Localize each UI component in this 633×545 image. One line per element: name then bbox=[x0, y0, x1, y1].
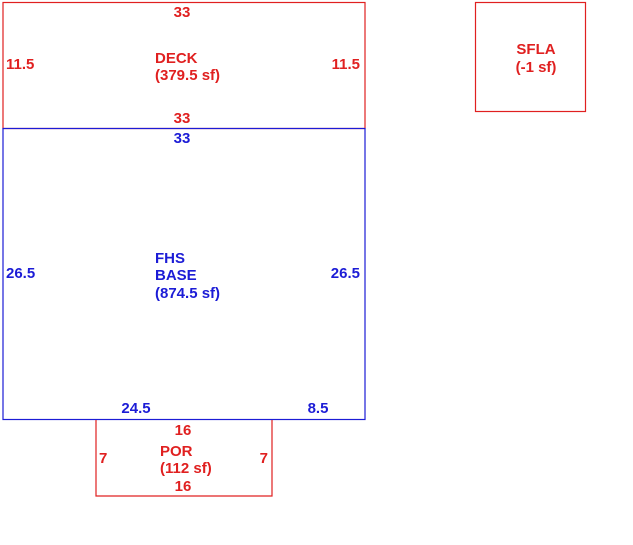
porch-name-label: POR bbox=[160, 443, 193, 460]
porch-right-dimension: 7 bbox=[260, 450, 268, 467]
base-name-line1: FHS bbox=[155, 250, 185, 267]
base-top-dimension: 33 bbox=[174, 130, 191, 147]
sfla-name-label: SFLA bbox=[516, 41, 555, 58]
base-left-dimension: 26.5 bbox=[6, 265, 35, 282]
porch-left-dimension: 7 bbox=[99, 450, 107, 467]
porch-area-label: (112 sf) bbox=[160, 460, 212, 477]
base-name-line2: BASE bbox=[155, 267, 197, 284]
deck-area-label: (379.5 sf) bbox=[155, 67, 220, 84]
deck-bottom-dimension: 33 bbox=[174, 110, 191, 127]
deck-left-dimension: 11.5 bbox=[6, 56, 34, 73]
deck-name-label: DECK bbox=[155, 50, 198, 67]
base-outline bbox=[2, 127, 366, 421]
deck-right-dimension: 11.5 bbox=[332, 56, 360, 73]
sfla-outline bbox=[474, 1, 587, 113]
base-bottom-right-dimension: 8.5 bbox=[308, 400, 329, 417]
porch-bottom-dimension: 16 bbox=[175, 478, 192, 495]
base-bottom-left-dimension: 24.5 bbox=[121, 400, 150, 417]
deck-top-dimension: 33 bbox=[174, 4, 191, 21]
porch-outline bbox=[95, 420, 273, 497]
base-right-dimension: 26.5 bbox=[331, 265, 360, 282]
sfla-area-label: (-1 sf) bbox=[516, 59, 557, 76]
porch-top-dimension: 16 bbox=[175, 422, 192, 439]
base-area-label: (874.5 sf) bbox=[155, 285, 220, 302]
